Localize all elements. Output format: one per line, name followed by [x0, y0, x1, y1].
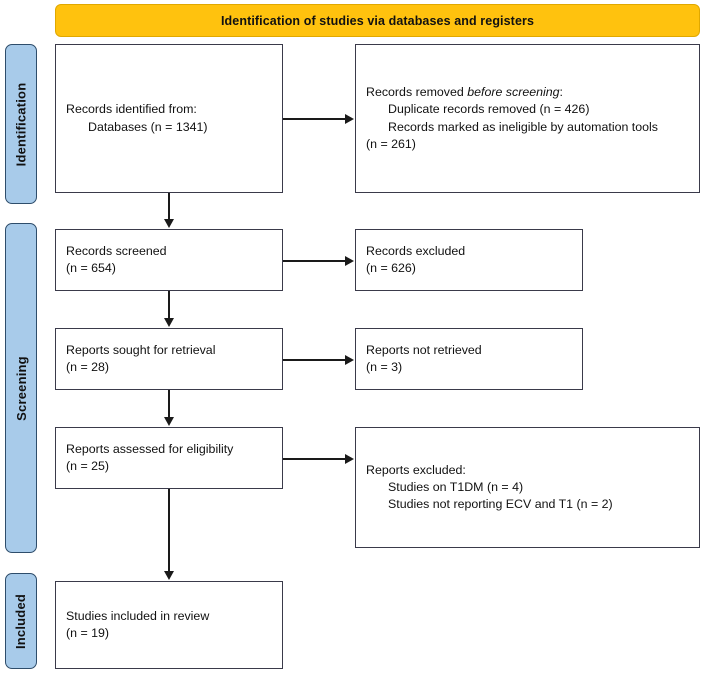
connector-identified-to-removed — [283, 118, 346, 120]
box-reports-excluded-line-2: Studies not reporting ECV and T1 (n = 2) — [388, 497, 613, 512]
box-records-screened: Records screened (n = 654) — [55, 229, 283, 291]
box-records-screened-line-1: Records screened — [66, 243, 167, 258]
box-records-excluded-line-1: Records excluded — [366, 243, 466, 258]
box-records-removed-heading-suffix: : — [559, 85, 563, 100]
connector-screened-to-excluded — [283, 260, 346, 262]
stage-label-identification: Identification — [5, 44, 37, 204]
box-reports-sought-content: Reports sought for retrieval (n = 28) — [56, 342, 282, 376]
connector-identified-to-screened — [168, 193, 170, 220]
box-records-screened-line-2: (n = 654) — [66, 261, 116, 275]
box-records-removed-heading-prefix: Records removed — [366, 85, 468, 100]
box-records-removed: Records removed before screening: Duplic… — [355, 44, 700, 193]
box-records-identified-content: Records identified from: Databases (n = … — [56, 101, 282, 135]
box-records-removed-content: Records removed before screening: Duplic… — [356, 84, 699, 152]
box-records-identified-line-2: Databases (n = 1341) — [88, 119, 208, 134]
box-records-excluded: Records excluded (n = 626) — [355, 229, 583, 291]
diagram-title: Identification of studies via databases … — [220, 13, 535, 28]
diagram-header-banner: Identification of studies via databases … — [55, 4, 700, 37]
arrowhead-sought-to-not-retrieved — [345, 354, 354, 365]
arrowhead-assessed-to-reports-excluded — [345, 453, 354, 464]
stage-label-included: Included — [5, 573, 37, 669]
arrowhead-screened-to-sought — [164, 318, 174, 327]
arrowhead-screened-to-excluded — [345, 255, 354, 266]
box-reports-assessed-content: Reports assessed for eligibility (n = 25… — [56, 441, 282, 475]
box-reports-excluded-content: Reports excluded: Studies on T1DM (n = 4… — [356, 462, 699, 513]
stage-label-screening-text: Screening — [13, 355, 29, 421]
arrowhead-sought-to-assessed — [164, 417, 174, 426]
box-studies-included-line-1: Studies included in review — [66, 608, 210, 623]
box-records-removed-heading-italic: before screening — [467, 85, 560, 100]
box-reports-sought: Reports sought for retrieval (n = 28) — [55, 328, 283, 390]
arrowhead-identified-to-removed — [345, 113, 354, 124]
box-reports-excluded-heading: Reports excluded: — [366, 462, 466, 477]
box-studies-included: Studies included in review (n = 19) — [55, 581, 283, 669]
connector-screened-to-sought — [168, 291, 170, 319]
stage-label-identification-text: Identification — [13, 82, 29, 166]
box-records-excluded-line-2: (n = 626) — [366, 261, 416, 275]
box-reports-assessed-line-1: Reports assessed for eligibility — [66, 441, 234, 456]
box-records-screened-content: Records screened (n = 654) — [56, 243, 282, 277]
stage-label-included-text: Included — [13, 593, 29, 649]
box-records-excluded-content: Records excluded (n = 626) — [356, 243, 582, 277]
box-reports-not-retrieved-line-2: (n = 3) — [366, 360, 403, 374]
box-records-identified-line-1: Records identified from: — [66, 102, 197, 117]
box-records-removed-line-2: Records marked as ineligible by automati… — [388, 119, 658, 134]
box-records-removed-line-3: (n = 261) — [366, 136, 416, 151]
box-reports-assessed-line-2: (n = 25) — [66, 459, 110, 473]
box-reports-excluded-line-1: Studies on T1DM (n = 4) — [388, 479, 524, 494]
box-reports-not-retrieved: Reports not retrieved (n = 3) — [355, 328, 583, 390]
box-records-removed-line-1: Duplicate records removed (n = 426) — [388, 102, 590, 117]
box-reports-sought-line-1: Reports sought for retrieval — [66, 342, 216, 357]
connector-sought-to-not-retrieved — [283, 359, 346, 361]
box-studies-included-content: Studies included in review (n = 19) — [56, 608, 282, 642]
connector-sought-to-assessed — [168, 390, 170, 418]
box-reports-not-retrieved-content: Reports not retrieved (n = 3) — [356, 342, 582, 376]
stage-label-screening: Screening — [5, 223, 37, 553]
connector-assessed-to-included — [168, 489, 170, 572]
box-reports-not-retrieved-line-1: Reports not retrieved — [366, 342, 482, 357]
arrowhead-assessed-to-included — [164, 571, 174, 580]
box-records-identified: Records identified from: Databases (n = … — [55, 44, 283, 193]
arrowhead-identified-to-screened — [164, 219, 174, 228]
connector-assessed-to-reports-excluded — [283, 458, 346, 460]
box-reports-excluded: Reports excluded: Studies on T1DM (n = 4… — [355, 427, 700, 548]
box-records-removed-heading: Records removed before screening: — [366, 84, 689, 101]
box-reports-sought-line-2: (n = 28) — [66, 360, 110, 374]
box-studies-included-line-2: (n = 19) — [66, 626, 110, 640]
box-reports-assessed: Reports assessed for eligibility (n = 25… — [55, 427, 283, 489]
